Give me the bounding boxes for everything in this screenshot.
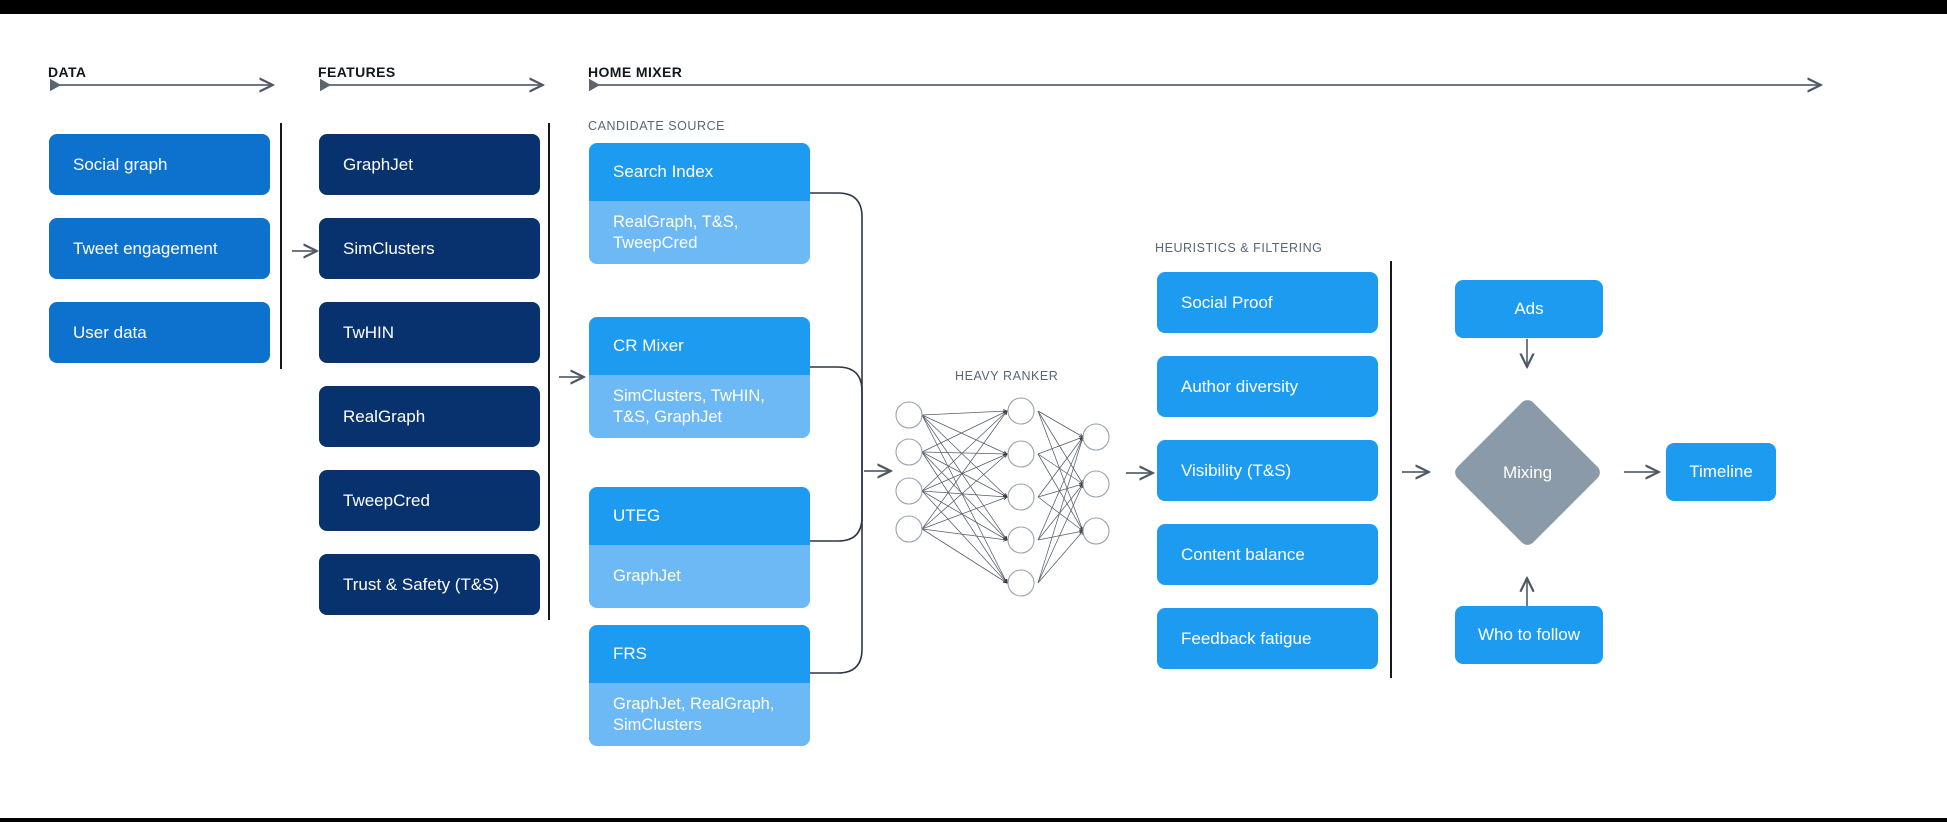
- heuristic-box-feedback-fatigue[interactable]: Feedback fatigue: [1157, 608, 1378, 669]
- candidate-source-title: Search Index: [589, 143, 810, 201]
- heuristic-box-social-proof[interactable]: Social Proof: [1157, 272, 1378, 333]
- heuristic-box-author-diversity[interactable]: Author diversity: [1157, 356, 1378, 417]
- output-box-timeline[interactable]: Timeline: [1666, 443, 1776, 501]
- heuristic-box-visibility[interactable]: Visibility (T&S): [1157, 440, 1378, 501]
- feature-box-realgraph[interactable]: RealGraph: [319, 386, 540, 447]
- section-label-heuristics: HEURISTICS & FILTERING: [1155, 241, 1323, 255]
- diagram-canvas: DATA FEATURES HOME MIXER CANDIDATE SOURC…: [0, 14, 1947, 818]
- candidate-source-title: FRS: [589, 625, 810, 683]
- divider-data-features: [280, 123, 282, 369]
- candidate-to-ranker-connector: [810, 192, 863, 674]
- candidate-source-features: RealGraph, T&S, TweepCred: [589, 201, 810, 264]
- data-box-user-data[interactable]: User data: [49, 302, 270, 363]
- data-box-social-graph[interactable]: Social graph: [49, 134, 270, 195]
- heavy-ranker-network: [921, 411, 1083, 583]
- connector-layer: [50, 14, 1947, 674]
- feature-box-simclusters[interactable]: SimClusters: [319, 218, 540, 279]
- section-label-heavy-ranker: HEAVY RANKER: [955, 369, 1059, 383]
- heuristic-box-content-balance[interactable]: Content balance: [1157, 524, 1378, 585]
- section-label-data: DATA: [48, 64, 87, 80]
- divider-heuristics-output: [1390, 261, 1392, 678]
- candidate-source-features: SimClusters, TwHIN, T&S, GraphJet: [589, 375, 810, 438]
- section-label-candidate-source: CANDIDATE SOURCE: [588, 119, 726, 133]
- output-box-ads[interactable]: Ads: [1455, 280, 1603, 338]
- mixing-label: Mixing: [1502, 463, 1553, 482]
- output-box-who-to-follow[interactable]: Who to follow: [1455, 606, 1603, 664]
- feature-box-trust-safety[interactable]: Trust & Safety (T&S): [319, 554, 540, 615]
- feature-box-graphjet[interactable]: GraphJet: [319, 134, 540, 195]
- feature-box-tweepcred[interactable]: TweepCred: [319, 470, 540, 531]
- divider-features-homemixer: [548, 123, 550, 620]
- candidate-source-title: UTEG: [589, 487, 810, 545]
- section-label-home-mixer: HOME MIXER: [588, 64, 683, 80]
- feature-box-twhin[interactable]: TwHIN: [319, 302, 540, 363]
- section-label-features: FEATURES: [318, 64, 396, 80]
- heavy-ranker-nodes: [895, 397, 1110, 597]
- candidate-source-features: GraphJet: [589, 545, 810, 608]
- candidate-source-features: GraphJet, RealGraph, SimClusters: [589, 683, 810, 746]
- data-box-tweet-engagement[interactable]: Tweet engagement: [49, 218, 270, 279]
- candidate-source-title: CR Mixer: [589, 317, 810, 375]
